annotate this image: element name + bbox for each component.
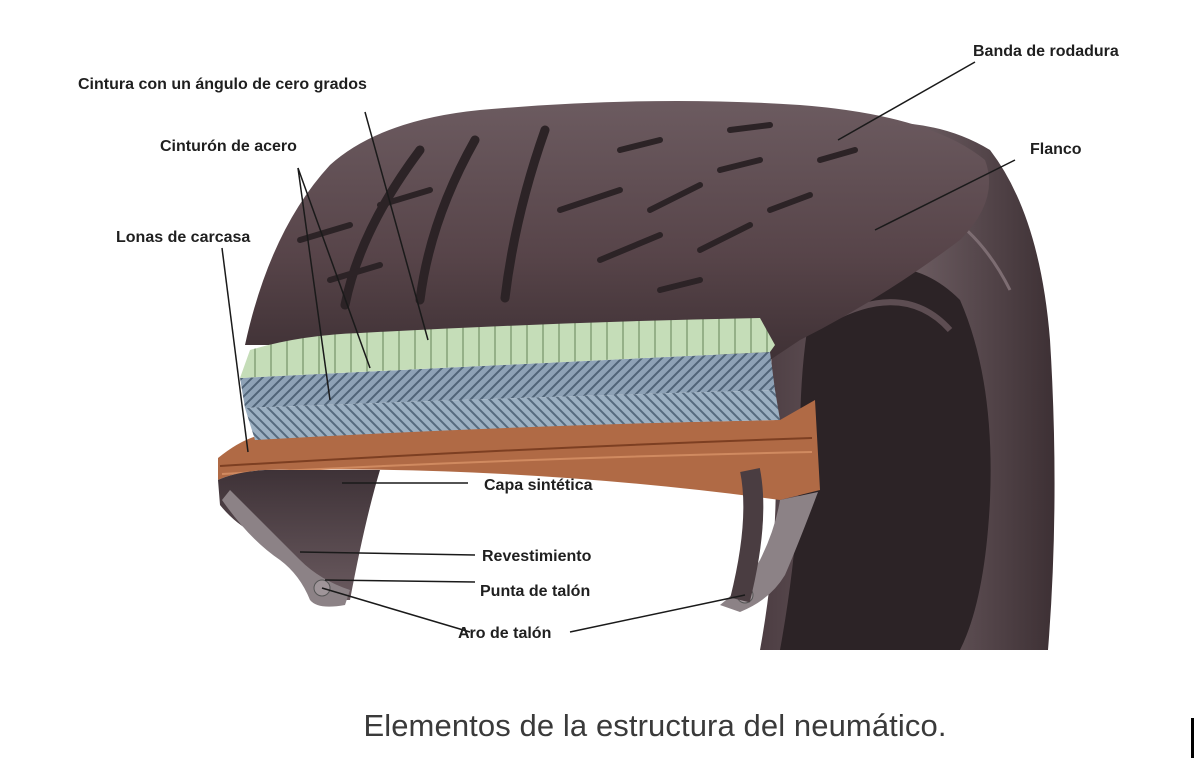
steel-belt-layer-2: [245, 390, 780, 440]
figure-caption: Elementos de la estructura del neumático…: [363, 708, 947, 743]
leader-zero-degree-belt: [364, 111, 429, 341]
leader-lines: [221, 61, 1016, 633]
label-bead-toe: Punta de talón: [480, 583, 590, 600]
leader-bead-toe: [324, 579, 476, 583]
leader-bead-ring-right: [569, 594, 746, 633]
label-lining: Revestimiento: [482, 548, 592, 565]
labels: Banda de rodadura Cintura con un ángulo …: [78, 43, 1119, 642]
leader-sidewall: [874, 159, 1016, 231]
cross-section: [218, 318, 820, 612]
leader-steel-belt-1: [297, 167, 331, 401]
label-synthetic-layer: Capa sintética: [484, 477, 593, 494]
left-inner-wall: [218, 470, 380, 600]
leader-lining: [299, 551, 476, 556]
steel-belt-layer-1: [240, 352, 775, 408]
left-bead: [222, 490, 350, 607]
label-bead-ring: Aro de talón: [458, 625, 551, 642]
tread-shape: [245, 101, 990, 360]
label-tread: Banda de rodadura: [973, 43, 1119, 60]
label-sidewall: Flanco: [1030, 141, 1082, 158]
tire-inner-hollow: [780, 267, 991, 650]
tread-grooves: [340, 125, 550, 310]
label-steel-belt: Cinturón de acero: [160, 138, 297, 155]
label-carcass-plies: Lonas de carcasa: [116, 229, 250, 246]
tire-structure-diagram: Banda de rodadura Cintura con un ángulo …: [78, 43, 1119, 650]
leader-steel-belt-2: [297, 167, 371, 369]
text-cursor: [1191, 718, 1194, 758]
leader-carcass-plies: [221, 247, 249, 453]
leader-bead-ring-left: [321, 587, 471, 633]
tire-illustration: [218, 101, 1055, 650]
leader-tread: [837, 61, 976, 141]
label-zero-degree-belt: Cintura con un ángulo de cero grados: [78, 76, 367, 93]
zero-degree-belt-layer: [240, 318, 775, 378]
